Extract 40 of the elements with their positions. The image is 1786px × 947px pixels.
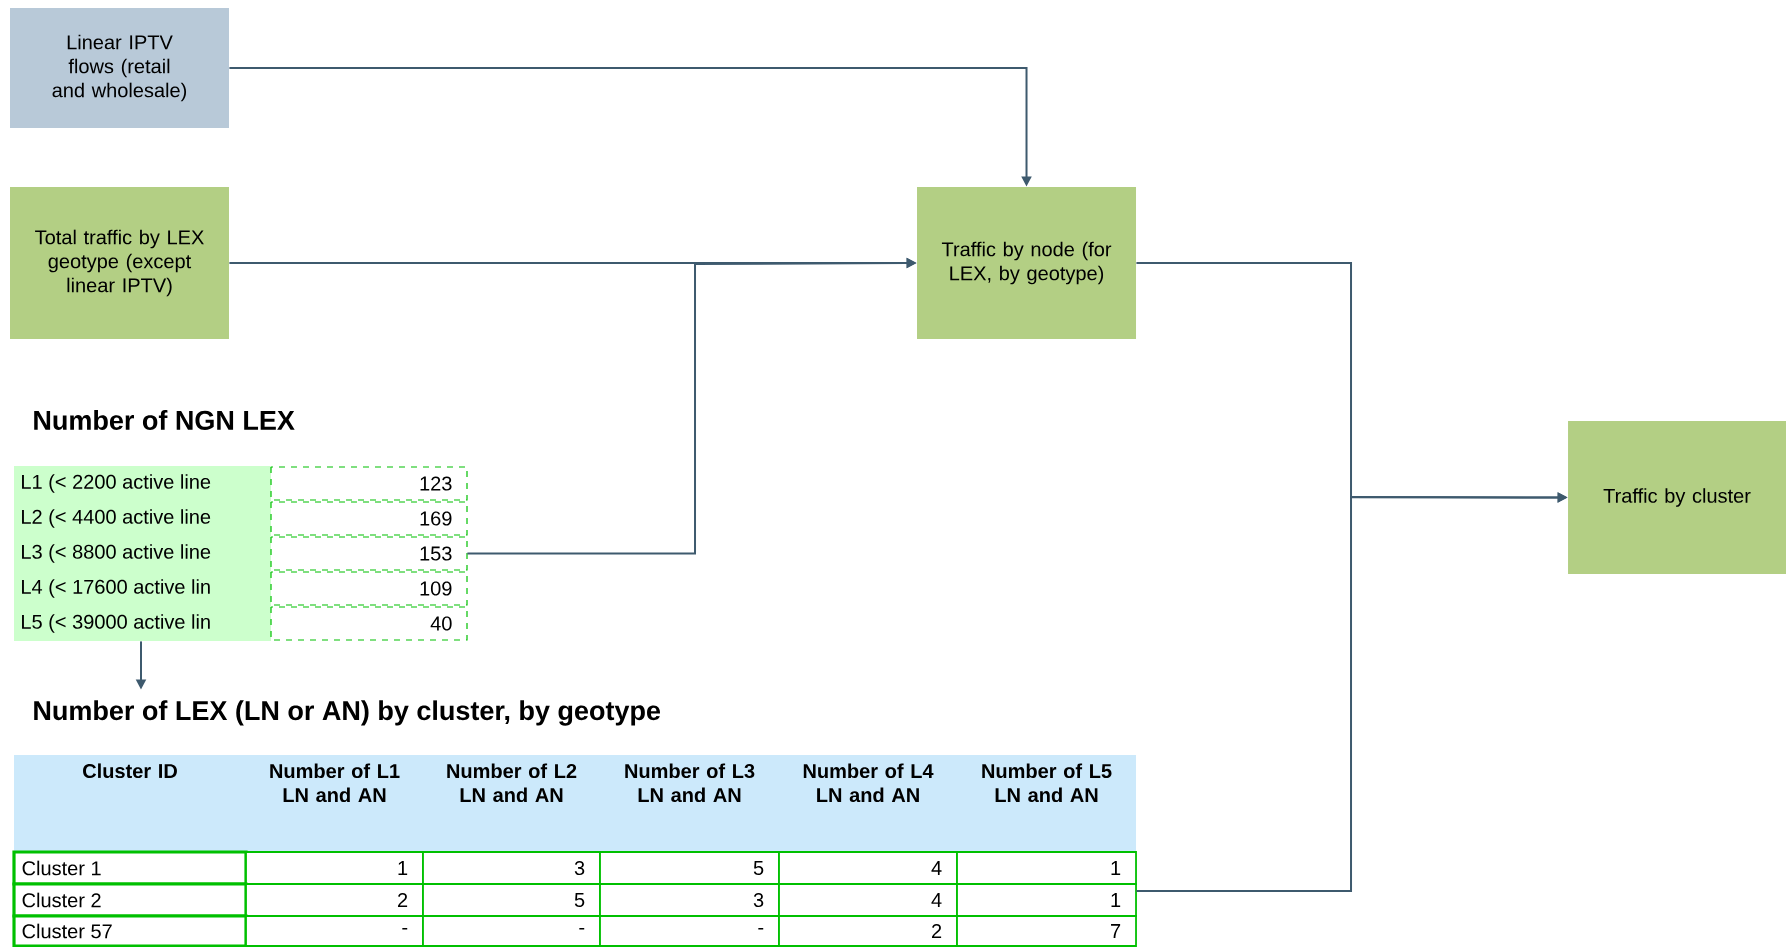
table-cell: 1 <box>956 883 1137 917</box>
process-box: Traffic by node (for LEX, by geotype) <box>917 187 1136 339</box>
table-cell: 1 <box>956 851 1137 885</box>
process-box: Total traffic by LEX geotype (except linear IPTV) <box>10 187 229 339</box>
table-cell: L3 (< 8800 active line <box>14 536 271 571</box>
table-cell: Number of L1 LN and AN <box>246 755 423 852</box>
table-cell: 153 <box>270 536 468 571</box>
table-cell: 7 <box>956 915 1137 947</box>
table-cell: Number of L2 LN and AN <box>423 755 600 852</box>
table-cell: 169 <box>270 501 468 536</box>
process-box: Linear IPTV flows (retail and wholesale) <box>10 8 229 128</box>
table-cell: L4 (< 17600 active lin <box>14 571 271 606</box>
table-cell: L1 (< 2200 active line <box>14 466 271 501</box>
table-cell: 5 <box>422 883 601 917</box>
table-cell: L2 (< 4400 active line <box>14 501 271 536</box>
table-cell: 123 <box>270 466 468 501</box>
process-box: Traffic by cluster <box>1568 421 1786 574</box>
table-cell: 3 <box>422 851 601 885</box>
table-cell: Cluster 57 <box>12 914 248 947</box>
table-heading: Number of LEX (LN or AN) by cluster, by geotype <box>34 700 661 726</box>
table-cell: Cluster ID <box>14 755 246 852</box>
table-heading: Number of NGN LEX <box>34 410 295 430</box>
table-cell: - <box>422 915 601 947</box>
table-cell: Number of L3 LN and AN <box>600 755 779 852</box>
table-cell: Cluster 2 <box>12 882 248 918</box>
table-cell: 40 <box>270 606 468 641</box>
table-cell: 109 <box>270 571 468 606</box>
table-cell: Cluster 1 <box>12 850 248 886</box>
table-cell: - <box>599 915 780 947</box>
table-cell: 1 <box>245 851 424 885</box>
table-cell: 3 <box>599 883 780 917</box>
table-cell: - <box>245 915 424 947</box>
table-cell: 2 <box>778 915 958 947</box>
table-cell: Number of L4 LN and AN <box>779 755 957 852</box>
table-cell: 4 <box>778 883 958 917</box>
table-cell: 4 <box>778 851 958 885</box>
table-cell: 5 <box>599 851 780 885</box>
table-cell: Number of L5 LN and AN <box>957 755 1136 852</box>
table-cell: 2 <box>245 883 424 917</box>
table-cell: L5 (< 39000 active lin <box>14 606 271 641</box>
